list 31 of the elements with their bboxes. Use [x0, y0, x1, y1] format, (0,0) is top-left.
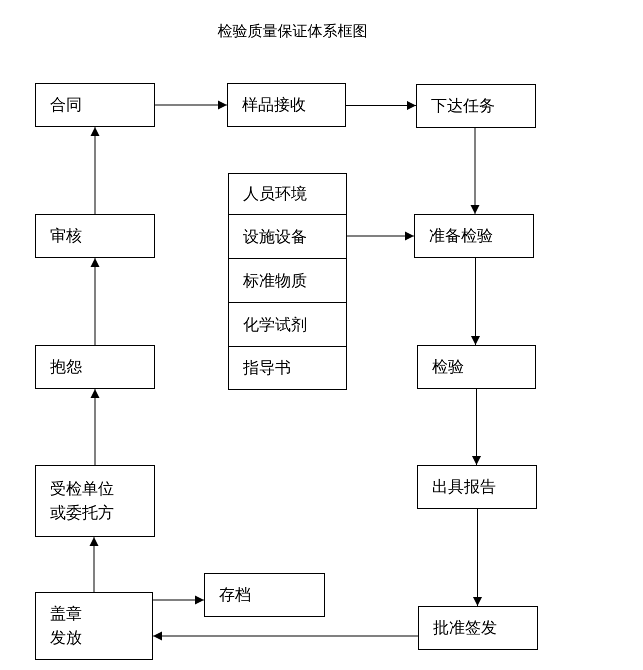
- list-cell: 设施设备: [228, 214, 347, 259]
- list-cell: 标准物质: [228, 258, 347, 303]
- arrow: [90, 258, 100, 346]
- process-box: 准备检验: [414, 214, 534, 258]
- process-box: 检验: [417, 345, 536, 389]
- list-cell: 指导书: [228, 346, 347, 390]
- process-box: 合同: [35, 83, 155, 127]
- process-box: 存档: [204, 573, 325, 617]
- title: 检验质量保证体系框图: [216, 22, 368, 41]
- process-box: 盖章发放: [35, 592, 153, 660]
- arrow: [471, 258, 480, 346]
- process-box: 出具报告: [417, 465, 537, 509]
- process-box: 审核: [35, 214, 155, 258]
- arrow: [90, 536, 98, 592]
- arrow: [470, 128, 480, 214]
- arrow: [473, 508, 482, 606]
- arrow: [90, 388, 100, 466]
- arrow: [152, 596, 204, 604]
- list-cell: 化学试剂: [228, 302, 347, 347]
- arrow: [472, 388, 481, 466]
- process-box: 受检单位或委托方: [35, 465, 155, 537]
- arrow: [152, 632, 418, 640]
- process-box: 下达任务: [416, 84, 536, 128]
- arrow: [346, 101, 416, 110]
- list-cell: 人员环境: [228, 173, 347, 215]
- process-box: 批准签发: [418, 606, 538, 650]
- arrow: [154, 100, 228, 110]
- process-box: 抱怨: [35, 345, 155, 389]
- arrow: [346, 232, 414, 240]
- process-box: 样品接收: [227, 83, 346, 127]
- arrow: [90, 126, 100, 214]
